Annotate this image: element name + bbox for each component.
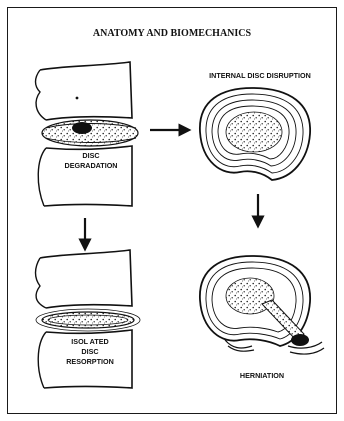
disc-internal-disruption — [200, 88, 310, 180]
vertebrae-disc-degradation: DISC DEGRADATION — [36, 62, 139, 206]
nucleus-internal — [226, 112, 282, 152]
label-disc-degradation-1: DISC — [82, 151, 99, 160]
resorbed-disc — [42, 312, 134, 328]
herniated-fragment — [291, 334, 309, 346]
disc-dark-spot — [72, 122, 92, 134]
vertebrae-disc-resorption: ISOL ATED DISC RESORPTION — [36, 250, 141, 388]
vertebra-dot — [76, 97, 79, 100]
label-disc-degradation-2: DEGRADATION — [65, 161, 118, 170]
label-isolated-disc-resorption-3: RESORPTION — [66, 357, 114, 366]
disc-herniation — [200, 256, 324, 354]
label-internal-disc-disruption: INTERNAL DISC DISRUPTION — [209, 71, 311, 80]
label-herniation: HERNIATION — [240, 371, 284, 380]
figure-title: ANATOMY AND BIOMECHANICS — [93, 28, 252, 39]
label-isolated-disc-resorption-2: DISC — [81, 347, 98, 356]
label-isolated-disc-resorption-1: ISOL ATED — [71, 337, 108, 346]
